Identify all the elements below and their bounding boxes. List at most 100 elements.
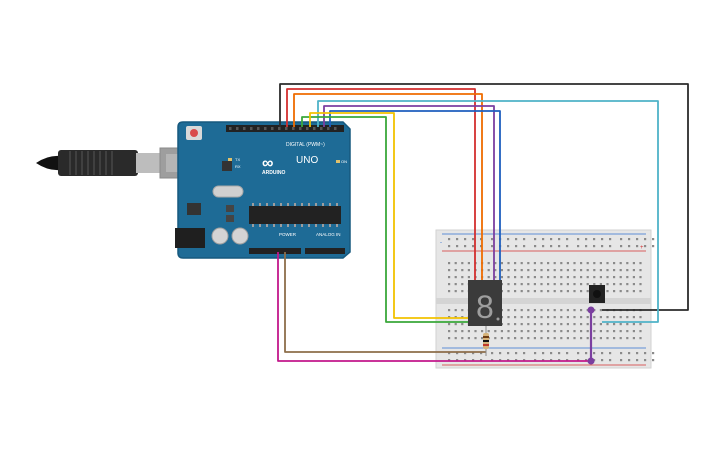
terminal-hole — [566, 316, 569, 319]
terminal-hole — [566, 276, 569, 279]
usb-cable-end — [36, 155, 60, 171]
arduino-uno[interactable]: DIGITAL (PWM~) ∞ UNO ARDUINO TX RX ON — [175, 121, 351, 259]
terminal-hole — [606, 269, 609, 272]
usb-cable[interactable] — [36, 147, 203, 179]
breadboard-center-channel — [436, 298, 651, 304]
terminal-hole — [626, 330, 629, 333]
terminal-hole — [533, 316, 536, 319]
brand-label: ARDUINO — [262, 170, 285, 176]
wire-green[interactable] — [301, 116, 468, 323]
terminal-hole — [553, 262, 556, 265]
wire-brown[interactable] — [284, 252, 486, 353]
rail-hole — [620, 238, 623, 241]
pushbutton[interactable] — [587, 285, 606, 365]
resistor[interactable] — [483, 326, 489, 356]
terminal-hole — [619, 283, 622, 286]
terminal-hole — [573, 276, 576, 279]
rail-hole — [601, 238, 604, 241]
rail-hole — [523, 238, 526, 241]
terminal-hole — [606, 290, 609, 293]
display-decimal-point — [496, 317, 500, 321]
rail-hole — [456, 238, 459, 241]
terminal-hole — [527, 316, 530, 319]
terminal-hole — [573, 330, 576, 333]
rail-hole — [593, 352, 596, 355]
rail-hole — [636, 245, 639, 248]
terminal-hole — [514, 290, 517, 293]
terminal-hole — [547, 323, 550, 326]
terminal-hole — [500, 276, 503, 279]
rail-hole — [491, 245, 494, 248]
terminal-hole — [573, 309, 576, 312]
rail-hole — [550, 238, 553, 241]
terminal-hole — [533, 323, 536, 326]
terminal-hole — [639, 337, 642, 340]
terminal-hole — [461, 269, 464, 272]
rail-hole — [542, 238, 545, 241]
terminal-hole — [580, 269, 583, 272]
terminal-hole — [626, 276, 629, 279]
terminal-hole — [520, 283, 523, 286]
terminal-hole — [599, 316, 602, 319]
terminal-hole — [514, 323, 517, 326]
terminal-hole — [573, 316, 576, 319]
terminal-hole — [527, 309, 530, 312]
rail-hole — [609, 359, 612, 362]
rail-hole — [491, 352, 494, 355]
terminal-hole — [547, 283, 550, 286]
rail-plus-label: + — [640, 245, 644, 251]
terminal-hole — [580, 262, 583, 265]
rail-hole — [601, 245, 604, 248]
terminal-hole — [599, 262, 602, 265]
wire-yellow[interactable] — [309, 112, 468, 319]
rail-hole — [456, 245, 459, 248]
terminal-hole — [507, 290, 510, 293]
terminal-hole — [500, 269, 503, 272]
terminal-hole — [527, 276, 530, 279]
arduino-logo-icon: ∞ — [262, 155, 273, 172]
rail-hole — [464, 238, 467, 241]
rail-hole — [577, 245, 580, 248]
seven-segment-display[interactable]: 8 — [468, 280, 502, 326]
wires — [277, 83, 689, 362]
wire-red[interactable] — [286, 88, 476, 285]
terminal-hole — [533, 276, 536, 279]
rail-hole — [534, 238, 537, 241]
terminal-hole — [527, 290, 530, 293]
terminal-hole — [461, 262, 464, 265]
rail-hole — [480, 352, 483, 355]
terminal-hole — [619, 316, 622, 319]
terminal-hole — [560, 323, 563, 326]
terminal-hole — [553, 330, 556, 333]
terminal-hole — [547, 290, 550, 293]
terminal-hole — [520, 323, 523, 326]
rail-hole — [499, 352, 502, 355]
terminal-hole — [520, 269, 523, 272]
terminal-hole — [606, 276, 609, 279]
rail-hole — [609, 238, 612, 241]
rail-hole — [620, 359, 623, 362]
wire-cyan[interactable] — [317, 100, 659, 323]
terminal-hole — [619, 269, 622, 272]
terminal-hole — [580, 290, 583, 293]
terminal-hole — [540, 290, 543, 293]
terminal-hole — [520, 262, 523, 265]
terminal-hole — [586, 283, 589, 286]
terminal-hole — [619, 262, 622, 265]
wire-orange[interactable] — [293, 93, 483, 285]
terminal-hole — [606, 330, 609, 333]
terminal-hole — [553, 276, 556, 279]
rail-hole — [566, 352, 569, 355]
rail-hole — [448, 238, 451, 241]
terminal-hole — [626, 262, 629, 265]
wire-blue[interactable] — [329, 110, 501, 285]
terminal-hole — [520, 316, 523, 319]
terminal-hole — [448, 290, 451, 293]
wire-black[interactable] — [279, 83, 689, 311]
wire-magenta[interactable] — [277, 252, 591, 362]
atmega-chip — [249, 206, 341, 224]
terminal-hole — [533, 290, 536, 293]
terminal-hole — [547, 309, 550, 312]
terminal-hole — [540, 337, 543, 340]
terminal-hole — [520, 276, 523, 279]
